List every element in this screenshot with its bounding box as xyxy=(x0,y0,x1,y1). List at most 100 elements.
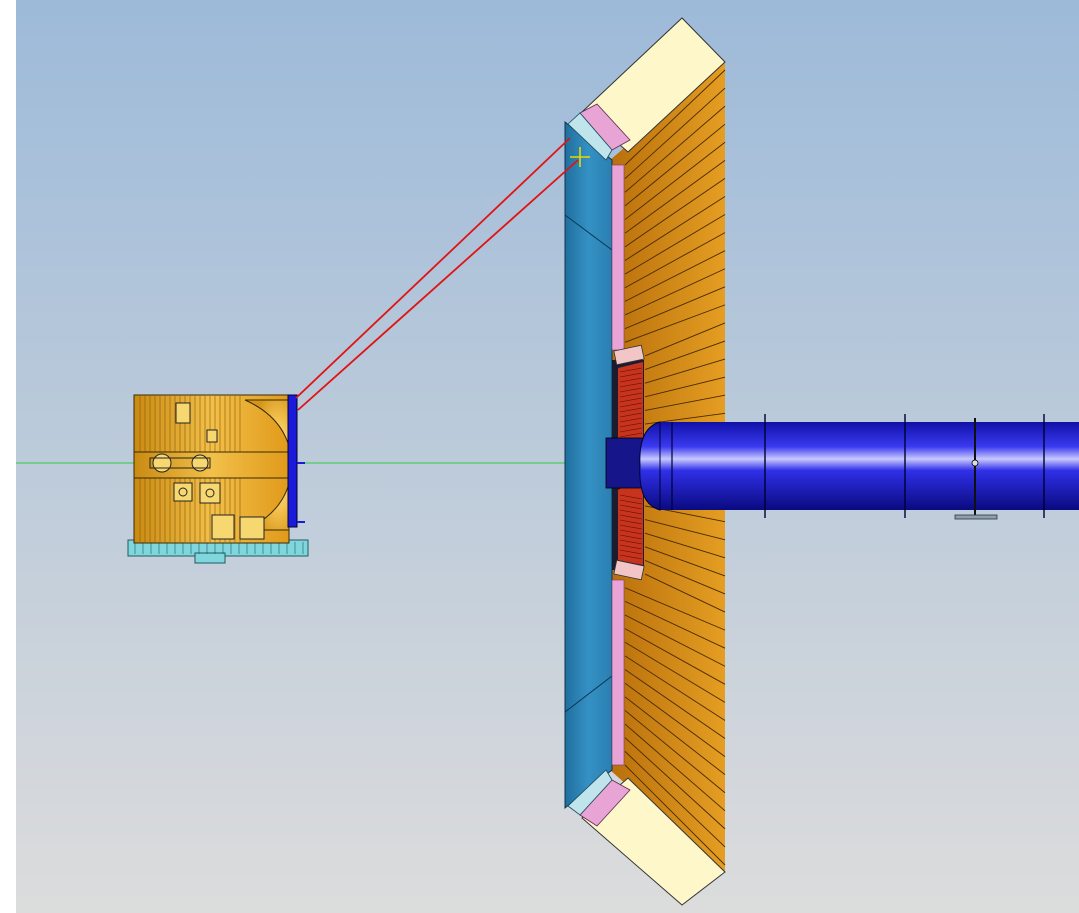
fin-line xyxy=(624,159,726,234)
fin-line xyxy=(644,340,726,370)
fin-line xyxy=(644,573,726,613)
fin-line xyxy=(624,196,726,261)
coil-line xyxy=(619,427,643,433)
fin-line xyxy=(624,614,726,667)
pink-strip-bottom xyxy=(611,579,625,766)
coil-line xyxy=(619,519,643,525)
ray-lower xyxy=(297,159,579,411)
fin-line xyxy=(644,546,726,577)
panel-seam-top xyxy=(564,214,613,251)
coil-line xyxy=(619,402,643,408)
fin-line xyxy=(644,519,726,541)
fin-line xyxy=(624,105,726,193)
fin-line xyxy=(624,655,726,721)
fin-line xyxy=(644,532,726,559)
cad-scene[interactable] xyxy=(16,0,1079,913)
fin-line xyxy=(624,669,726,739)
edge-strip-bottom xyxy=(567,769,613,816)
coil-line xyxy=(619,377,643,383)
fin-line xyxy=(624,232,726,289)
fin-line xyxy=(624,141,726,220)
light-rays xyxy=(295,137,579,411)
lens-ring xyxy=(287,394,298,528)
coil-line xyxy=(619,499,643,505)
coil-line xyxy=(619,397,643,403)
fin-line xyxy=(624,696,726,776)
coil-line xyxy=(619,392,643,398)
access-plate-1 xyxy=(173,482,193,502)
coil-line xyxy=(619,382,643,388)
fin-line xyxy=(644,560,726,595)
panel-seam-bottom xyxy=(564,675,613,713)
side-panel-1 xyxy=(211,514,235,540)
coil-line xyxy=(619,549,643,555)
support-clamp xyxy=(971,459,979,467)
sight-window-1 xyxy=(152,453,172,473)
fin-line xyxy=(624,587,726,631)
fin-line xyxy=(624,123,726,207)
coil-line xyxy=(619,524,643,530)
fin-line xyxy=(624,69,726,166)
sight-slot xyxy=(149,457,211,469)
fin-line xyxy=(624,710,726,794)
coil-line xyxy=(619,544,643,550)
fin-line xyxy=(624,286,726,330)
coil-line xyxy=(619,504,643,510)
coil-line xyxy=(619,417,643,423)
hub-flange xyxy=(605,437,647,489)
coil-line xyxy=(619,534,643,540)
fin-line xyxy=(624,682,726,757)
small-port xyxy=(206,429,218,443)
hub-block-bottom xyxy=(613,559,645,581)
support-base xyxy=(954,514,998,520)
base-foot xyxy=(194,552,226,564)
connector-port xyxy=(175,402,191,424)
edge-strip-top xyxy=(567,112,613,161)
sight-window-2 xyxy=(191,454,209,472)
fin-line xyxy=(624,250,726,302)
fin-line xyxy=(624,764,726,866)
fin-line xyxy=(624,304,726,343)
coil-line xyxy=(619,367,643,373)
sensor-assembly[interactable] xyxy=(127,394,309,564)
coil-line xyxy=(619,422,643,428)
beam-pipe[interactable] xyxy=(639,414,1079,520)
fin-line xyxy=(644,376,726,398)
ray-upper xyxy=(295,137,571,399)
fin-line xyxy=(644,394,726,411)
fin-line xyxy=(624,87,726,179)
coil-line xyxy=(619,387,643,393)
fin-lines xyxy=(624,69,726,866)
fin-line xyxy=(644,322,726,357)
fin-line xyxy=(624,178,726,248)
coil-line xyxy=(619,554,643,560)
fin-line xyxy=(644,358,726,384)
hub-coil-bottom xyxy=(618,475,643,565)
coil-line xyxy=(619,509,643,515)
fin-line xyxy=(624,641,726,703)
base-detail xyxy=(134,542,304,554)
fin-line xyxy=(624,268,726,316)
beam-pipe-body xyxy=(660,422,1079,510)
coil-line xyxy=(619,539,643,545)
coil-line xyxy=(619,372,643,378)
fin-line xyxy=(624,214,726,275)
coil-line xyxy=(619,494,643,500)
coil-line xyxy=(619,529,643,535)
fin-line xyxy=(624,723,726,812)
pink-strip-top xyxy=(611,164,625,351)
coil-line xyxy=(619,412,643,418)
coil-line xyxy=(619,432,643,438)
hub-coil-top xyxy=(618,362,643,455)
fin-line xyxy=(624,737,726,830)
access-bolt-2 xyxy=(205,488,215,498)
coil-lines xyxy=(619,367,643,560)
coil-line xyxy=(619,514,643,520)
hub-block-top xyxy=(613,344,645,366)
coil-line xyxy=(619,407,643,413)
target-crosshair[interactable] xyxy=(570,147,590,167)
mirror-face xyxy=(564,120,613,810)
access-plate-2 xyxy=(199,482,221,504)
fin-line xyxy=(624,751,726,848)
